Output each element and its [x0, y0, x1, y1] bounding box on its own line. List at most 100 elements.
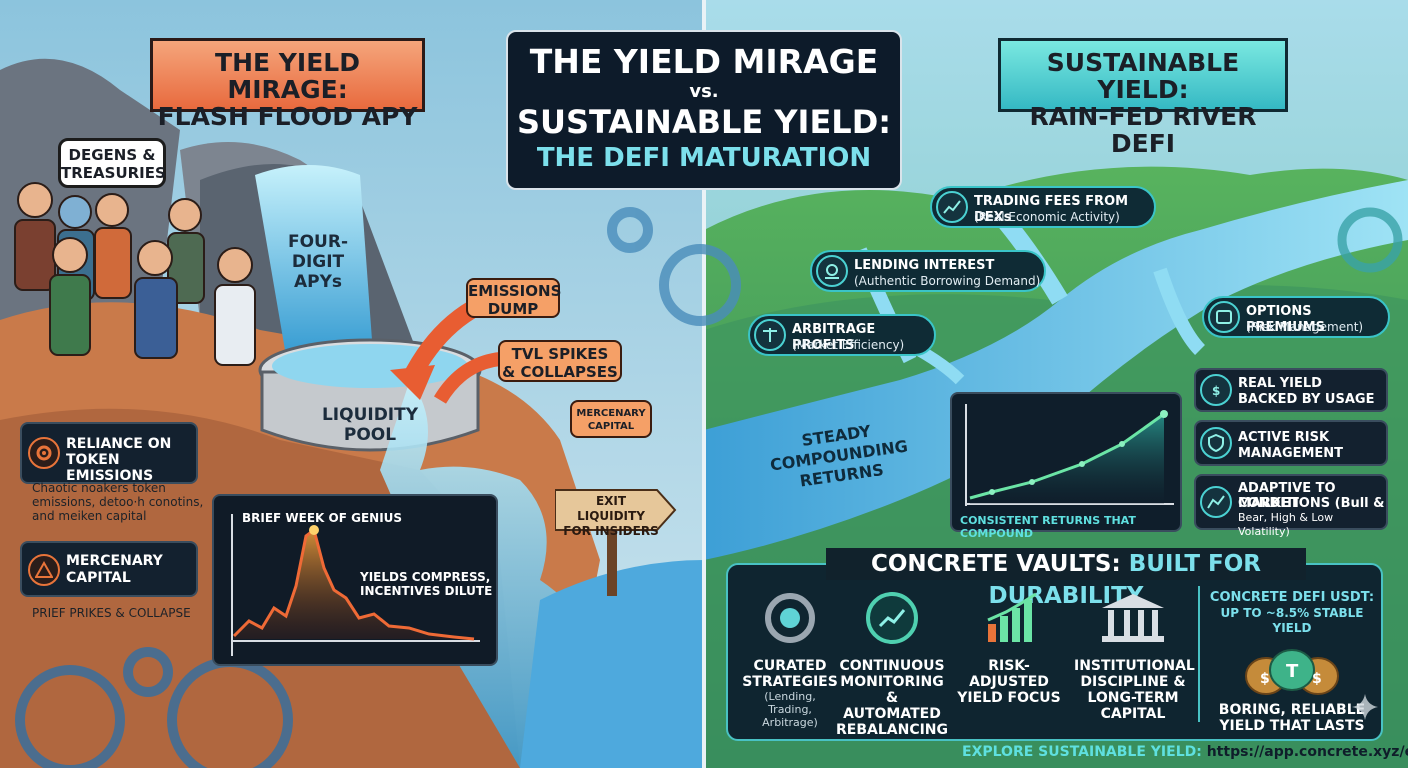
- vaults-heading: CONCRETE VAULTS: BUILT FOR DURABILITY: [826, 548, 1306, 609]
- monitor-chart-icon: [866, 592, 918, 644]
- feature-active-risk-line-2: MANAGEMENT: [1238, 446, 1344, 461]
- apy-line-3: APYs: [293, 272, 343, 292]
- vault-institutional-line-3: LONG-TERM: [1087, 690, 1179, 706]
- left-banner-line-2: FLASH FLOOD APY: [157, 102, 418, 131]
- trend-icon: [936, 191, 968, 223]
- source-trading-title: TRADING FEES FROM DEXs: [974, 194, 1129, 225]
- growth-chart-panel: CONSISTENT RETURNS THAT COMPOUND: [950, 392, 1182, 540]
- degens-callout: DEGENS & TREASURIES: [58, 138, 166, 188]
- left-banner: THE YIELD MIRAGE: FLASH FLOOD APY: [150, 38, 425, 130]
- vault-monitoring-line-4: REBALANCING: [836, 722, 949, 738]
- pool-line-2: POOL: [343, 425, 397, 445]
- gear-search-icon: [765, 593, 815, 643]
- mercenary-tag-line-1: MERCENARY: [576, 408, 646, 419]
- spike-chart-note-2: INCENTIVES DILUTE: [360, 584, 493, 598]
- exit-signpost: [555, 489, 677, 596]
- emissions-arrows: [390, 281, 532, 404]
- right-banner-line-1: SUSTAINABLE YIELD:: [1046, 48, 1240, 104]
- source-arbitrage: ARBITRAGE PROFITS (Market Efficiency): [748, 314, 936, 356]
- title-vs: vs.: [689, 81, 719, 102]
- title-line-3: SUSTAINABLE YIELD:: [516, 103, 892, 141]
- feature-adaptive-line-3: Bear, High & Low Volatility): [1238, 511, 1334, 538]
- apy-line-1: FOUR-: [287, 232, 348, 252]
- feature-adaptive: ADAPTIVE TO MARKET CONDITIONS (Bull & Be…: [1194, 474, 1388, 538]
- right-banner: SUSTAINABLE YIELD: RAIN-FED RIVER DEFI: [998, 38, 1288, 157]
- spike-chart-svg: [231, 514, 480, 656]
- warning-icon: [28, 554, 60, 586]
- bank-icon: [1102, 594, 1164, 642]
- svg-text:$: $: [1212, 384, 1220, 398]
- vault-curated-line-2: STRATEGIES: [742, 674, 838, 690]
- exit-line-1: EXIT LIQUIDITY: [577, 494, 645, 523]
- source-arbitrage-sub: (Market Efficiency): [792, 338, 905, 352]
- vault-risk-line-2: YIELD FOCUS: [957, 690, 1061, 706]
- mercenary-card: MERCENARY CAPITAL: [20, 541, 198, 597]
- sparkle-icon: [1352, 694, 1378, 720]
- apy-line-2: DIGIT: [291, 252, 345, 272]
- source-options-premiums: OPTIONS PREMIUMS (Risk Management): [1202, 296, 1390, 338]
- reliance-desc-line-1: Chaotic noakers token: [32, 481, 166, 495]
- svg-text:$: $: [1312, 671, 1322, 687]
- emissions-line-1: EMISSIONS: [468, 282, 562, 300]
- balance-scale-icon: [754, 319, 786, 351]
- mercenary-tag-line-2: CAPITAL: [587, 421, 635, 432]
- vault-item-institutional: INSTITUTIONAL DISCIPLINE & LONG-TERM CAP…: [1074, 590, 1195, 722]
- left-banner-line-1: THE YIELD MIRAGE:: [215, 48, 360, 104]
- vault-risk-line-1: RISK-ADJUSTED: [969, 658, 1049, 690]
- vault-institutional-line-1: INSTITUTIONAL: [1074, 658, 1195, 674]
- emissions-line-2: DUMP: [487, 300, 539, 318]
- reliance-desc-line-3: and meiken capital: [32, 509, 147, 523]
- exit-liquidity-label: EXIT LIQUIDITY FOR INSIDERS: [560, 494, 662, 539]
- boring-line-2: YIELD THAT LASTS: [1219, 718, 1365, 734]
- reliance-title-line-2: TOKEN EMISSIONS: [66, 452, 154, 484]
- growth-chart-caption: CONSISTENT RETURNS THAT COMPOUND: [960, 514, 1136, 540]
- shield-check-icon: [1200, 427, 1232, 459]
- tvl-callout: TVL SPIKES & COLLAPSES: [498, 340, 622, 382]
- degens-line-1: DEGENS &: [68, 146, 156, 164]
- vault-item-curated: CURATED STRATEGIES (Lending, Trading, Ar…: [742, 590, 838, 729]
- right-banner-line-2: RAIN-FED RIVER DEFI: [1029, 102, 1257, 158]
- source-options-title: OPTIONS PREMIUMS: [1246, 304, 1326, 335]
- vault-institutional-line-2: DISCIPLINE &: [1080, 674, 1186, 690]
- reliance-title-line-1: RELIANCE ON: [66, 436, 172, 452]
- vault-institutional-line-4: CAPITAL: [1100, 706, 1166, 722]
- liquidity-pool-label: LIQUIDITY POOL: [300, 405, 440, 445]
- growth-chart-svg: [965, 404, 1174, 506]
- vault-item-monitoring: CONTINUOUS MONITORING & AUTOMATED REBALA…: [836, 590, 948, 738]
- footer-label: EXPLORE SUSTAINABLE YIELD:: [962, 744, 1202, 760]
- vaults-heading-white: CONCRETE VAULTS:: [870, 551, 1121, 577]
- main-title-panel: THE YIELD MIRAGE vs. SUSTAINABLE YIELD: …: [506, 30, 902, 190]
- feature-active-risk: ACTIVE RISK MANAGEMENT: [1194, 420, 1388, 466]
- footer-url-link[interactable]: https://app.concrete.xyz/earn: [1206, 744, 1408, 760]
- usdt-line-1: CONCRETE DEFI USDT:: [1209, 590, 1375, 605]
- vault-divider: [1198, 586, 1200, 722]
- feature-real-yield: $ REAL YIELD BACKED BY USAGE: [1194, 368, 1388, 412]
- vault-curated-line-1: CURATED: [753, 658, 827, 674]
- growth-line: [969, 412, 1165, 500]
- pool-line-1: LIQUIDITY: [321, 405, 419, 425]
- tvl-line-2: & COLLAPSES: [502, 363, 618, 381]
- emissions-dump-callout: EMISSIONS DUMP: [466, 278, 562, 318]
- tvl-line-1: TVL SPIKES: [511, 345, 609, 363]
- money-bag-icon: T $ $: [1245, 649, 1339, 695]
- mercenary-title-line-2: CAPITAL: [66, 570, 131, 586]
- bar-growth-icon: [987, 592, 1037, 642]
- source-lending-interest: LENDING INTEREST (Authentic Borrowing De…: [810, 250, 1046, 292]
- footer: EXPLORE SUSTAINABLE YIELD: https://app.c…: [962, 744, 1408, 760]
- degens-line-2: TREASURIES: [61, 164, 166, 182]
- svg-text:$: $: [1260, 671, 1270, 687]
- adaptive-chart-icon: [1200, 486, 1232, 518]
- options-icon: [1208, 301, 1240, 333]
- source-trading-sub: (Real Economic Activity): [974, 210, 1120, 224]
- feature-adaptive-line-1: ADAPTIVE TO MARKET: [1238, 481, 1336, 511]
- vault-monitoring-line-1: CONTINUOUS: [839, 658, 945, 674]
- mercenary-capital-tag: MERCENARY CAPITAL: [570, 400, 652, 438]
- feature-real-yield-line-1: REAL YIELD: [1238, 376, 1322, 391]
- vault-curated-line-4: Arbitrage): [762, 716, 818, 729]
- reliance-desc-line-2: emissions, detoo·h conotins,: [32, 495, 204, 509]
- reliance-card: RELIANCE ON TOKEN EMISSIONS: [20, 422, 198, 484]
- four-digit-apy-label: FOUR- DIGIT APYs: [278, 232, 358, 292]
- mercenary-desc: PRIEF PRIKES & COLLAPSE: [32, 606, 191, 620]
- spike-chart-top-label: BRIEF WEEK OF GENIUS: [242, 511, 403, 525]
